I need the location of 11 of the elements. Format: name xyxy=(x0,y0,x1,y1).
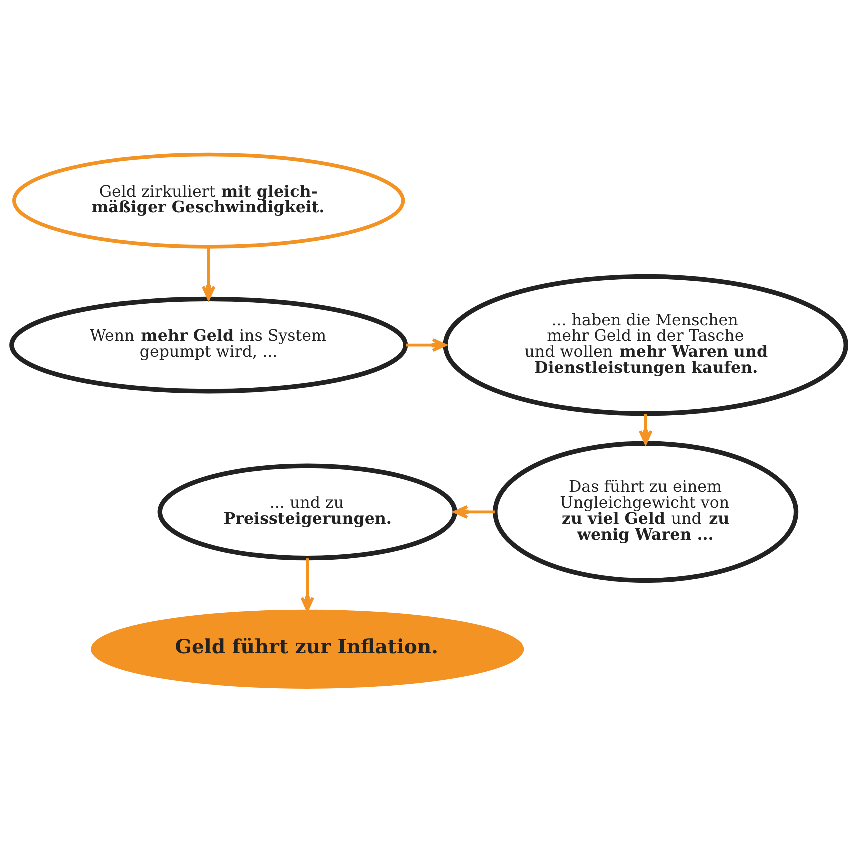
node-ellipse: Geld zirkuliert mit gleich- mäßiger Geschwindigkeit. xyxy=(12,152,406,248)
node-ellipse: ... und zu Preissteigerungen. xyxy=(158,463,458,560)
arrow xyxy=(202,246,216,300)
arrow xyxy=(406,338,447,352)
arrow xyxy=(300,558,314,612)
node-ellipse: Wenn mehr Geld ins System gepumpt wird, ... xyxy=(10,296,408,394)
arrow xyxy=(639,414,653,444)
node-ellipse: Geld führt zur Inflation. xyxy=(91,609,524,688)
node-ellipse: Das führt zu einem Ungleichgewicht von zu viel Geld und zu wenig Waren ... xyxy=(493,440,799,583)
node-ellipse: ... haben die Menschen mehr Geld in der Tasche und wollen mehr Waren und Dienstleistungen kaufen. xyxy=(443,274,848,416)
arrow xyxy=(454,504,496,519)
